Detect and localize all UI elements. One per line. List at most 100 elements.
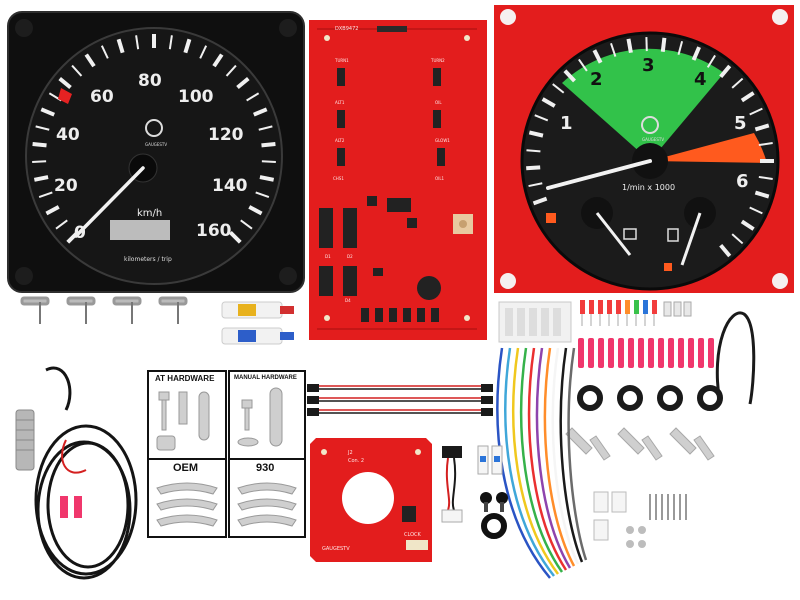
tick-mark	[228, 230, 242, 244]
tach-number-4: 4	[694, 69, 707, 90]
tick-mark	[35, 125, 50, 131]
tick-mark	[754, 190, 770, 199]
tick-mark	[719, 243, 732, 258]
pcb-label-oil: OIL	[435, 100, 442, 105]
tick-mark	[183, 38, 192, 54]
speedometer-number-60: 60	[90, 87, 114, 107]
tick-mark	[32, 160, 47, 163]
tick-mark	[255, 191, 270, 199]
tick-mark	[58, 77, 72, 90]
tick-mark	[236, 77, 250, 90]
tick-mark	[528, 130, 544, 138]
tick-mark	[258, 125, 273, 131]
tach-number-5: 5	[734, 113, 747, 134]
hardware-card-manual: MANUAL HARDWARE	[228, 370, 306, 460]
small-pcb-connector-label: Con. 2	[348, 458, 365, 464]
loop-cable	[710, 304, 760, 414]
tick-mark	[526, 149, 541, 153]
tick-mark	[116, 38, 125, 54]
tick-mark	[40, 107, 55, 117]
small-pcb-clock-label: CLOCK	[404, 532, 421, 538]
tick-mark	[248, 205, 263, 216]
led-bulbs	[578, 298, 698, 328]
tick-mark	[225, 64, 237, 77]
hardware-card-at-title: AT HARDWARE	[155, 374, 215, 383]
tachometer-gauge: 1 2 3 4 5 6 1/min x 1000 GAUGESTV	[492, 3, 796, 295]
hardware-card-manual-title: MANUAL HARDWARE	[234, 375, 297, 381]
tick-mark	[754, 123, 770, 132]
tick-mark	[261, 160, 276, 163]
main-circuit-board: DXB9472 TURN1 TURN2 OIL ALT1 ALT2 GLOW1 …	[307, 18, 489, 342]
hardware-card-930: 930	[228, 458, 306, 538]
mounting-screws	[14, 294, 204, 330]
tick-mark	[758, 142, 773, 147]
hardware-card-oem: OEM	[147, 458, 227, 538]
tick-mark	[71, 64, 83, 77]
tick-mark	[719, 64, 732, 79]
small-circuit-board: Con. 2 J2 CLOCK GAUGESTV	[308, 436, 434, 570]
plug-connector	[440, 444, 464, 524]
tick-mark	[731, 77, 744, 89]
speed-sensor-cable	[6, 350, 146, 590]
speedometer-unit: km/h	[137, 208, 163, 219]
led-bulbs-small	[476, 444, 506, 478]
pcb-label-turn2: TURN2	[431, 58, 445, 63]
speedometer-number-140: 140	[212, 176, 248, 196]
tick-mark	[38, 191, 53, 199]
tach-number-6: 6	[736, 171, 749, 192]
tick-mark	[534, 114, 549, 122]
tick-mark	[592, 49, 603, 64]
tick-mark	[610, 42, 617, 57]
tick-mark	[749, 206, 763, 215]
pcb-label-d4: D4	[345, 298, 351, 303]
tick-mark	[740, 91, 755, 103]
tick-mark	[578, 58, 588, 72]
epoxy-tubes	[218, 298, 302, 354]
heat-shrink-tubes	[574, 336, 734, 370]
pcb-label-alt2: ALT2	[335, 138, 345, 143]
tick-mark	[749, 107, 763, 116]
tick-mark	[168, 35, 173, 50]
small-pcb-logo: GAUGESTV	[322, 546, 350, 552]
tach-number-1: 1	[560, 113, 573, 134]
tick-mark	[532, 196, 548, 206]
tach-logo: GAUGESTV	[642, 137, 665, 142]
tick-mark	[526, 165, 541, 171]
wire-harness	[490, 338, 610, 588]
speedometer-logo: GAUGESTV	[145, 142, 168, 147]
speedometer-number-0: 0	[74, 223, 86, 243]
rubber-grommets	[574, 380, 734, 416]
tick-mark	[246, 92, 260, 102]
tick-mark	[626, 38, 633, 54]
pcb-label-oil1: OIL1	[435, 176, 445, 181]
pcb-part-id: DXB9472	[335, 26, 359, 32]
hardware-card-oem-title: OEM	[173, 462, 199, 474]
pcb-label-turn1: TURN1	[335, 58, 349, 63]
pcb-label-d2: D2	[347, 254, 353, 259]
pcb-label-glow1: GLOW1	[435, 138, 450, 143]
tick-mark	[731, 233, 744, 245]
tick-mark	[677, 40, 684, 56]
tick-mark	[259, 175, 275, 182]
tick-mark	[261, 142, 276, 148]
wiring-connector	[495, 298, 575, 348]
small-pcb-part-id: J2	[348, 450, 353, 456]
tick-mark	[100, 45, 109, 59]
tick-mark	[135, 35, 140, 50]
tach-number-2: 2	[590, 69, 603, 90]
speedometer-number-160: 160	[196, 221, 232, 241]
tick-mark	[528, 182, 543, 188]
tick-mark	[45, 205, 60, 216]
pcb-label-chs1: CHS1	[333, 176, 344, 181]
tick-mark	[240, 219, 253, 230]
tick-mark	[740, 219, 755, 231]
tick-mark	[552, 83, 565, 94]
hardware-card-at: AT HARDWARE	[147, 370, 227, 460]
tick-mark	[541, 97, 556, 108]
tick-mark	[84, 53, 96, 68]
pcb-label-alt1: ALT1	[335, 100, 345, 105]
speedometer-number-80: 80	[138, 71, 162, 91]
speedometer-odometer-label: kilometers / trip	[124, 256, 172, 263]
speedometer-number-100: 100	[178, 87, 214, 107]
speedometer-number-120: 120	[208, 125, 244, 145]
